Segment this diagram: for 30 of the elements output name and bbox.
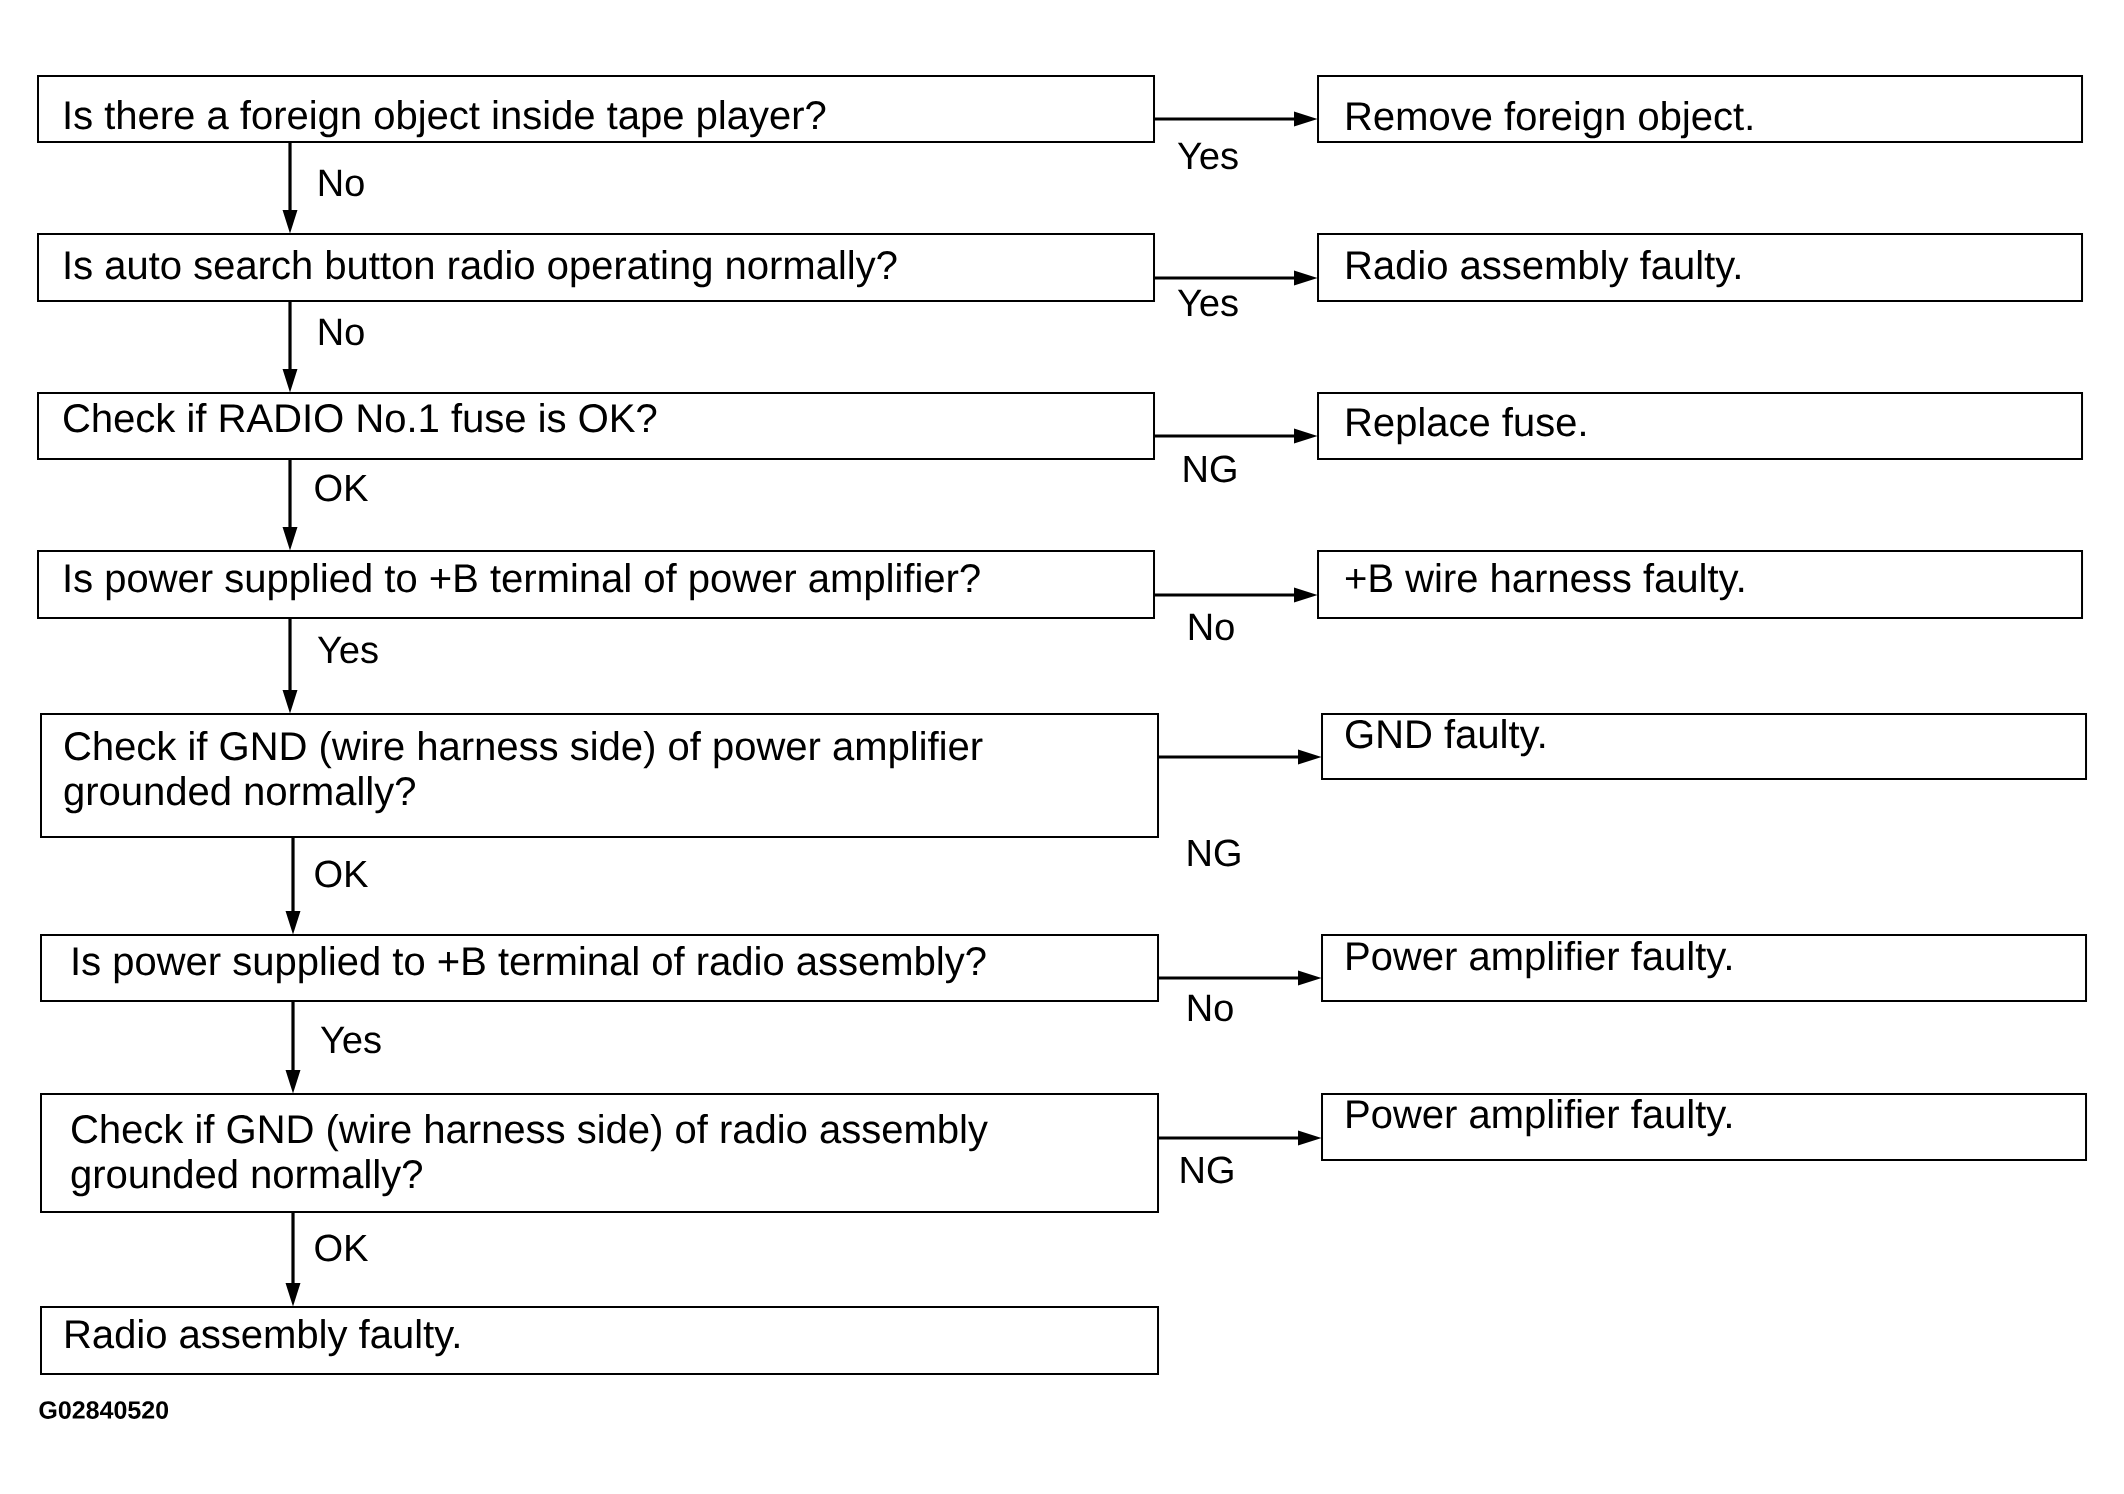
question-box: Is power supplied to +B terminal of radio assembly?	[40, 934, 1159, 1002]
edge-label: OK	[311, 858, 371, 890]
edge-label: Yes	[1175, 287, 1241, 319]
figure-code: G02840520	[39, 1401, 169, 1419]
result-box: Power amplifier faulty.	[1321, 1093, 2088, 1161]
edge-label: NG	[1183, 837, 1245, 869]
result-box: Remove foreign object.	[1317, 75, 2084, 143]
question-box: Is power supplied to +B terminal of power amplifier?	[37, 550, 1155, 619]
question-box: Is there a foreign object inside tape player?	[37, 75, 1155, 143]
edge-label: Yes	[315, 634, 381, 666]
edge-label: Yes	[318, 1024, 384, 1056]
edge-label: No	[314, 316, 368, 348]
result-box: Radio assembly faulty.	[1317, 233, 2084, 302]
result-box: +B wire harness faulty.	[1317, 550, 2084, 619]
edge-label: No	[1184, 611, 1238, 643]
question-box: Check if GND (wire harness side) of power amplifier grounded normally?	[40, 713, 1159, 838]
question-box: Check if RADIO No.1 fuse is OK?	[37, 392, 1155, 460]
question-box: Check if GND (wire harness side) of radio assembly grounded normally?	[40, 1093, 1159, 1213]
question-box: Is auto search button radio operating normally?	[37, 233, 1155, 302]
edge-label: OK	[311, 1232, 371, 1264]
edge-label: Yes	[1175, 140, 1241, 172]
edge-label: NG	[1179, 453, 1241, 485]
result-box: Radio assembly faulty.	[40, 1306, 1159, 1375]
result-box: GND faulty.	[1321, 713, 2088, 780]
edge-label: No	[314, 167, 368, 199]
edge-label: OK	[311, 472, 371, 504]
edge-label: No	[1183, 992, 1237, 1024]
result-box: Power amplifier faulty.	[1321, 934, 2088, 1002]
edge-label: NG	[1176, 1154, 1238, 1186]
result-box: Replace fuse.	[1317, 392, 2084, 460]
